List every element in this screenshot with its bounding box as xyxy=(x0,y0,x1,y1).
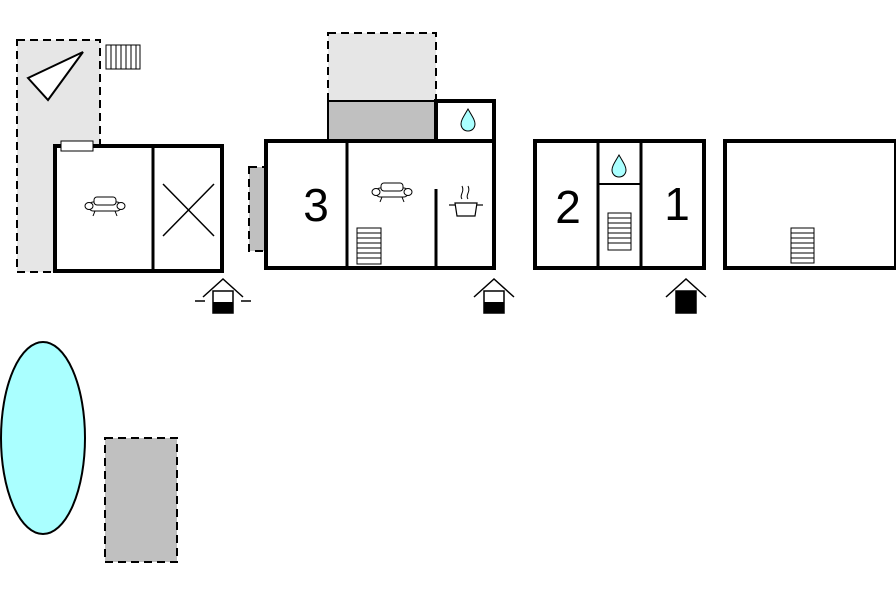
terrace-bottom xyxy=(104,437,178,563)
entrance-house-icon xyxy=(195,278,251,314)
pool-oval xyxy=(0,341,86,535)
window-icon xyxy=(60,140,94,152)
room-1-label: 1 xyxy=(664,178,690,230)
entrance-house-icon xyxy=(665,278,707,314)
balcony-side xyxy=(248,166,267,252)
cooking-pot-icon xyxy=(449,185,483,217)
stairs-icon xyxy=(607,212,632,251)
stairs-icon xyxy=(790,227,815,264)
stairs-icon xyxy=(105,44,141,70)
stairs-icon xyxy=(356,227,382,265)
triangle-icon xyxy=(26,51,84,102)
entrance-house-icon xyxy=(473,278,515,314)
terrace-top xyxy=(327,32,437,142)
room-2-label: 2 xyxy=(555,181,581,233)
room-3-label: 3 xyxy=(303,179,329,231)
building-left xyxy=(53,144,224,273)
x-cross-icon xyxy=(162,183,215,237)
